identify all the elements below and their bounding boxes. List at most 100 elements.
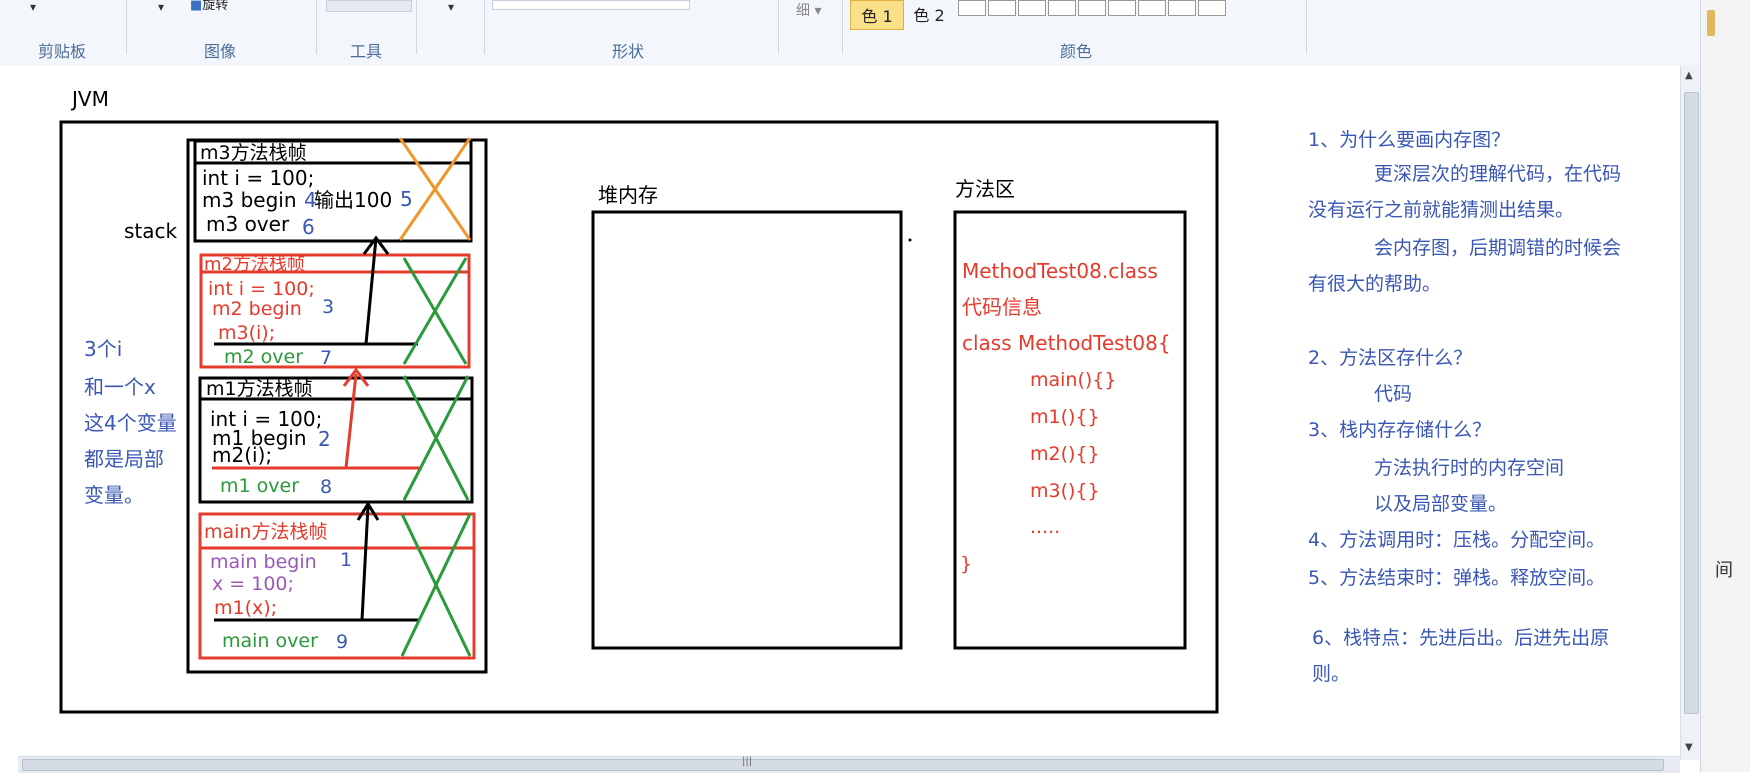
vars-note-line1: 3个i <box>84 337 122 361</box>
window-edge-tab <box>1707 10 1715 36</box>
paint-ribbon: ▾ 剪贴板 ▾ ■旋转 图像 工具 ▾ 形状 细 ▾ 色 1 色 2 颜色 <box>0 0 1700 67</box>
m3-line2: m3 begin <box>202 188 297 212</box>
color1-button[interactable]: 色 1 <box>850 0 904 30</box>
m2-frame <box>199 253 471 369</box>
color2-button[interactable]: 色 2 <box>913 6 945 25</box>
note-line: 3、栈内存存储什么？ <box>1308 419 1491 441</box>
method-area-line8: ..... <box>1030 516 1060 538</box>
m2-line1: int i = 100; <box>208 278 315 300</box>
adjacent-window-edge: 间 <box>1700 0 1750 772</box>
main-line4: main over <box>222 630 318 652</box>
call-arrow-head <box>356 501 380 521</box>
heap-box <box>591 210 903 650</box>
color-swatch[interactable] <box>1078 0 1106 16</box>
note-line: 代码 <box>1374 383 1412 405</box>
note-line: 会内存图，后期调错的时候会 <box>1374 237 1621 259</box>
stray-dot <box>908 238 912 242</box>
method-area-line9: } <box>960 553 972 575</box>
group-divider <box>126 0 127 54</box>
m2-step-begin: 3 <box>322 296 334 318</box>
jvm-label: JVM <box>70 87 109 111</box>
m1-frame-title: m1方法栈帧 <box>206 378 313 400</box>
main-step-over: 9 <box>336 631 348 653</box>
m1-line1: int i = 100; <box>210 407 322 431</box>
group-shapes-label: 形状 <box>612 42 645 61</box>
cross-mark <box>400 513 472 657</box>
vars-note-line5: 变量。 <box>84 483 144 507</box>
adjacent-window-text: 间 <box>1715 560 1733 581</box>
drawing-canvas[interactable]: JVM stack m3方法栈帧 int i = 100; m3 begin 4… <box>0 66 1680 760</box>
note-line: 则。 <box>1312 663 1350 685</box>
color-swatch[interactable] <box>1108 0 1136 16</box>
scroll-grip-icon: ||| <box>742 756 753 767</box>
method-area-line1: MethodTest08.class <box>962 259 1158 283</box>
note-line: 6、栈特点：先进后出。后进先出原 <box>1312 627 1609 649</box>
group-divider <box>316 0 317 54</box>
m3-line3: m3 over <box>206 212 290 236</box>
vars-note-line2: 和一个x <box>84 375 156 399</box>
m1-line3: m2(i); <box>212 443 272 467</box>
note-line: 2、方法区存什么？ <box>1308 347 1472 369</box>
method-area-line3: class MethodTest08{ <box>962 331 1171 355</box>
shapes-gallery[interactable] <box>492 0 690 10</box>
m1-line2: m1 begin <box>212 426 307 450</box>
select-dropdown-arrow[interactable]: ▾ <box>158 0 165 14</box>
vertical-scrollbar[interactable]: ▲ ▼ <box>1680 66 1701 760</box>
note-line: 没有运行之前就能猜测出结果。 <box>1308 199 1574 221</box>
group-divider <box>778 0 779 54</box>
horizontal-scrollbar[interactable]: ||| <box>18 756 1680 773</box>
m3-step-begin: 4 <box>304 188 317 212</box>
m3-frame-title: m3方法栈帧 <box>200 142 307 164</box>
jvm-box <box>59 120 1219 714</box>
m2-line4: m2 over <box>224 346 303 368</box>
scroll-down-icon[interactable]: ▼ <box>1685 742 1693 753</box>
horizontal-scroll-thumb[interactable] <box>22 759 1664 771</box>
scroll-up-icon[interactable]: ▲ <box>1685 70 1693 81</box>
color-swatch[interactable] <box>1048 0 1076 16</box>
m3-frame <box>193 139 473 243</box>
size-dropdown[interactable]: 细 ▾ <box>796 3 822 19</box>
main-line2: x = 100; <box>212 573 294 595</box>
m3-step-over: 6 <box>302 215 315 239</box>
call-arrow-head <box>362 235 390 255</box>
brushes-dropdown-arrow[interactable]: ▾ <box>448 0 455 14</box>
m1-frame <box>198 376 474 504</box>
note-line: 以及局部变量。 <box>1374 493 1507 515</box>
cross-mark <box>398 137 472 241</box>
tools-buttons[interactable] <box>326 0 412 12</box>
m2-line2: m2 begin <box>212 298 302 320</box>
call-arrow-head <box>342 367 370 387</box>
group-divider <box>484 0 485 54</box>
m3-line1: int i = 100; <box>202 166 314 190</box>
method-area-line6: m2(){} <box>1030 443 1100 465</box>
m3-output: 输出100 <box>314 188 392 212</box>
main-line1: main begin <box>210 551 317 573</box>
method-area-line2: 代码信息 <box>962 295 1042 319</box>
m2-step-over: 7 <box>320 347 332 369</box>
group-clipboard-label: 剪贴板 <box>38 42 87 61</box>
canvas-drawing: JVM stack m3方法栈帧 int i = 100; m3 begin 4… <box>59 87 1621 714</box>
note-line: 1、为什么要画内存图？ <box>1308 129 1510 151</box>
group-colors-label: 颜色 <box>1060 42 1093 61</box>
method-area-line5: m1(){} <box>1030 406 1100 428</box>
call-arrow <box>344 373 358 469</box>
method-area-box <box>953 210 1187 650</box>
color-swatch[interactable] <box>1138 0 1166 16</box>
color-swatch[interactable] <box>1168 0 1196 16</box>
m2-line3: m3(i); <box>218 322 275 344</box>
main-frame-title: main方法栈帧 <box>204 521 327 543</box>
group-divider <box>416 0 417 54</box>
m1-step-begin: 2 <box>318 427 331 451</box>
m2-frame-title: m2方法栈帧 <box>204 254 305 275</box>
rotate-button[interactable]: ■旋转 <box>190 0 229 13</box>
vars-note-line4: 都是局部 <box>84 447 164 471</box>
paste-dropdown-arrow[interactable]: ▾ <box>30 0 37 14</box>
heap-label: 堆内存 <box>598 183 658 207</box>
main-line3: m1(x); <box>214 597 277 619</box>
color-swatch[interactable] <box>988 0 1016 16</box>
color-swatch[interactable] <box>958 0 986 16</box>
vertical-scroll-thumb[interactable] <box>1684 92 1699 714</box>
color-swatch[interactable] <box>1198 0 1226 16</box>
stack-label: stack <box>124 219 178 243</box>
color-swatch[interactable] <box>1018 0 1046 16</box>
